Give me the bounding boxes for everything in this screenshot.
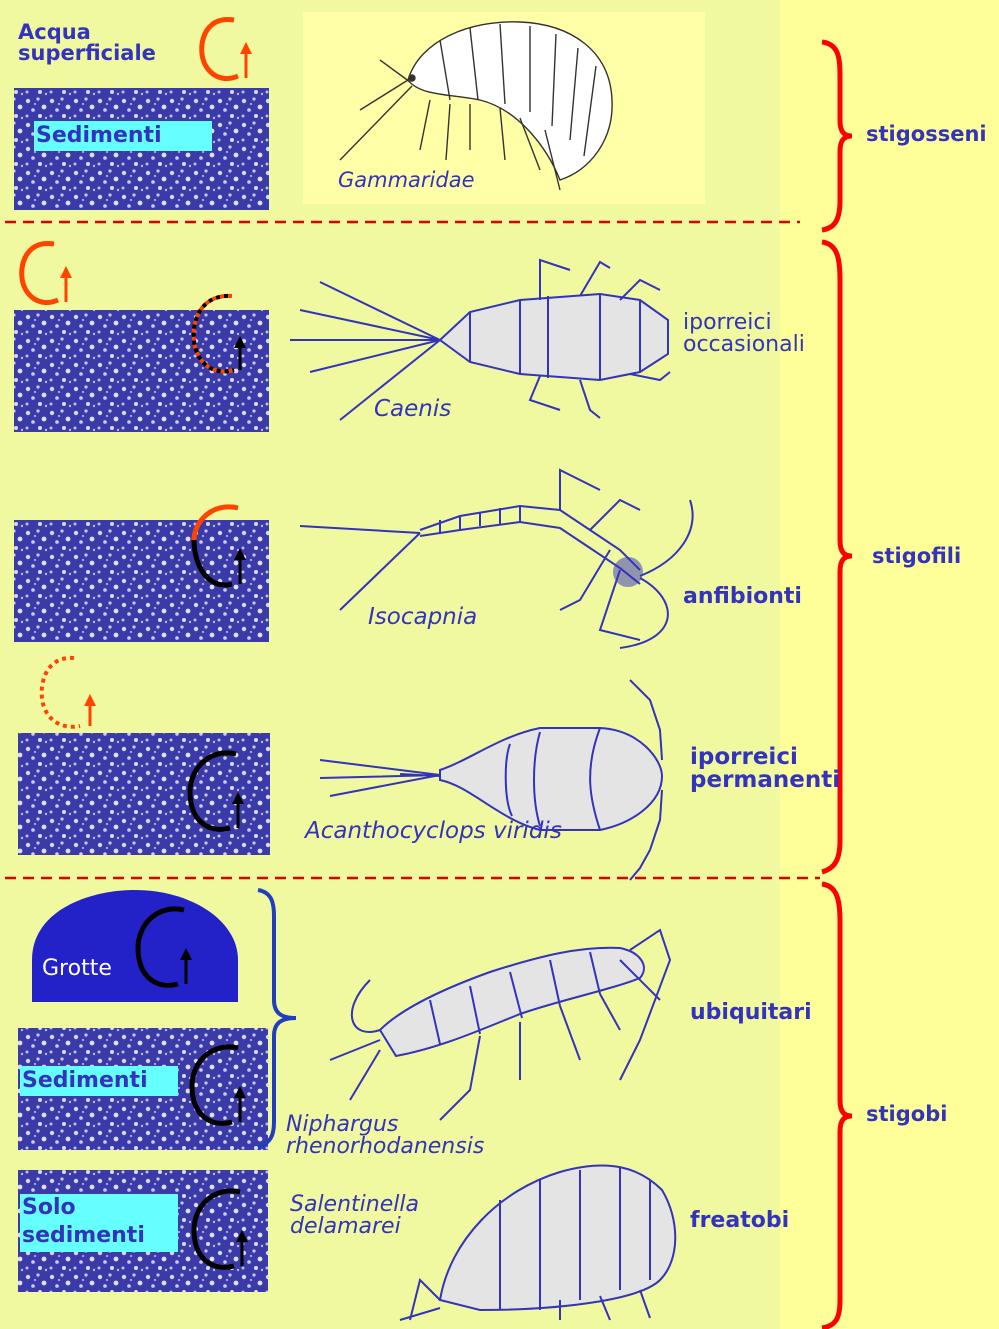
surface-water-label: Acqua superficiale [18, 22, 156, 64]
only-sediments-line2: sedimenti [22, 1222, 178, 1250]
category-stygobites: stigobi [866, 1104, 947, 1125]
sediment-block [14, 520, 269, 642]
caves-label: Grotte [42, 958, 112, 980]
brace-stygoxenes [822, 42, 852, 230]
species-gammaridae: Gammaridae [338, 170, 475, 191]
group-permanent-hyporheic: iporreici permanenti [690, 746, 840, 792]
species-acanthocyclops: Acanthocyclops viridis [305, 820, 562, 843]
species-niphargus: Niphargus rhenorhodanensis [286, 1114, 484, 1158]
group-occasional-hyporheic: iporreici occasionali [683, 312, 805, 356]
salentinella-line2: delamarei [290, 1216, 419, 1238]
niphargus-line2: rhenorhodanensis [286, 1136, 484, 1158]
sediments-label-top: Sedimenti [34, 121, 212, 151]
salentinella-line1: Salentinella [290, 1194, 419, 1216]
species-isocapnia: Isocapnia [368, 606, 477, 629]
niphargus-line1: Niphargus [286, 1114, 484, 1136]
permanent-line2: permanenti [690, 769, 840, 792]
category-stygoxenes: stigosseni [866, 124, 987, 145]
occasional-line2: occasionali [683, 334, 805, 356]
brace-stygobites [822, 884, 852, 1328]
group-ubiquitous: ubiquitari [690, 1002, 812, 1024]
group-amphibionts: anfibionti [683, 586, 802, 608]
species-caenis: Caenis [374, 398, 451, 421]
group-phreatobites: freatobi [690, 1210, 789, 1232]
only-sediments-label: Solo sedimenti [20, 1194, 178, 1252]
sediments-top-text: Sedimenti [36, 123, 162, 148]
category-stygophiles: stigofili [872, 546, 961, 567]
permanent-line1: iporreici [690, 746, 840, 769]
surface-water-line2: superficiale [18, 43, 156, 64]
surface-water-line1: Acqua [18, 22, 156, 43]
only-sediments-line1: Solo [22, 1194, 178, 1222]
sediments-label-bottom: Sedimenti [20, 1066, 178, 1096]
species-salentinella: Salentinella delamarei [290, 1194, 419, 1238]
occasional-line1: iporreici [683, 312, 805, 334]
sediments-bottom-text: Sedimenti [22, 1068, 148, 1093]
